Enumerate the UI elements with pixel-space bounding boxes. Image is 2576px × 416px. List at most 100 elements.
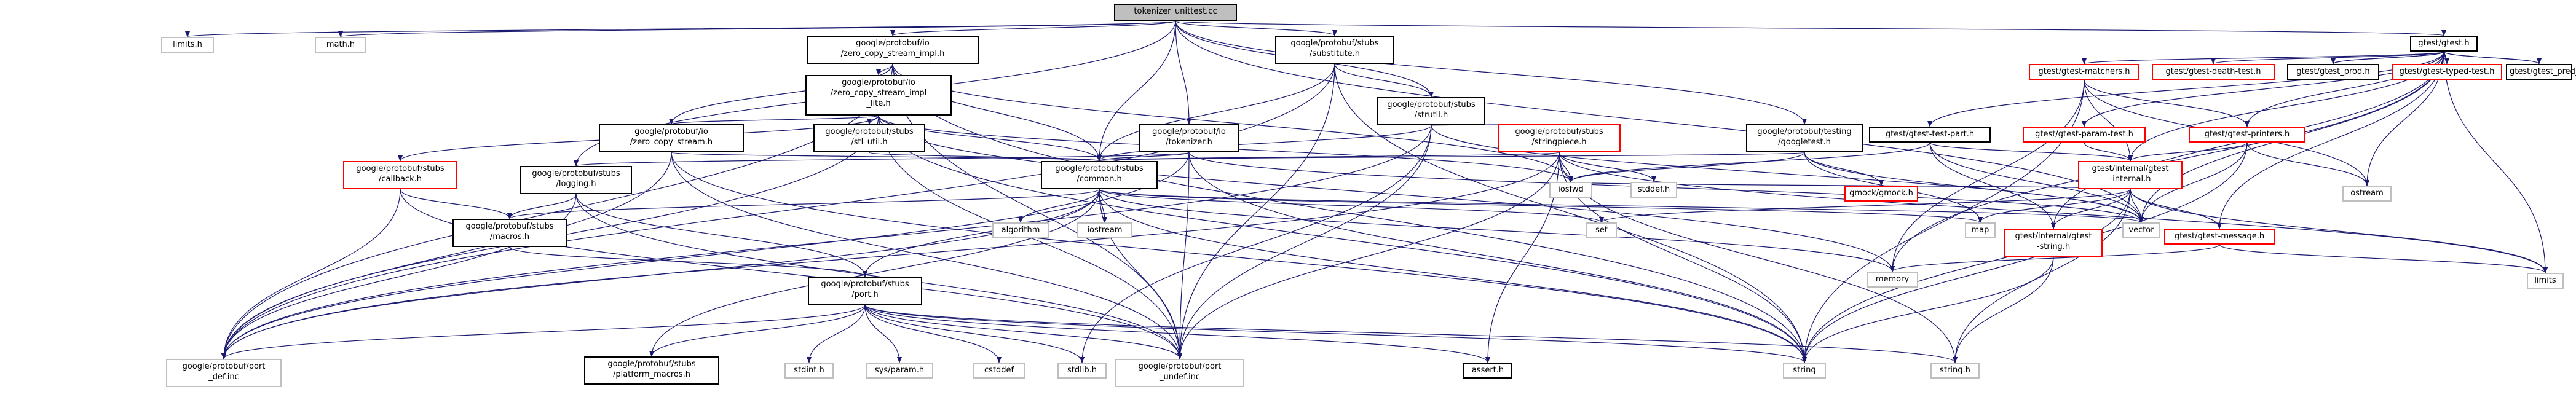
edge-gtest-message-to-memory <box>1890 244 2220 272</box>
edge-root-to-googletest <box>1175 20 1807 125</box>
edge-googletest-to-iosfwd <box>1568 152 1805 182</box>
node-stddef-h: stddef.h <box>1630 182 1677 198</box>
edge-zcs-to-port-undef <box>671 152 1182 359</box>
edge-common-to-set <box>1099 189 1604 223</box>
node-strutil[interactable]: google/protobuf/stubs /strutil.h <box>1377 97 1485 125</box>
node-gtest-typed[interactable]: gtest/gtest-typed-test.h <box>2392 64 2502 80</box>
edge-callback-to-port-def <box>221 189 401 359</box>
node-substitute[interactable]: google/protobuf/stubs /substitute.h <box>1275 36 1394 64</box>
node-set: set <box>1586 222 1617 238</box>
edge-gtest-internal-to-set <box>1599 189 2131 223</box>
edge-stringpiece-to-limits <box>1559 152 2548 273</box>
node-zcs[interactable]: google/protobuf/io /zero_copy_stream.h <box>599 124 744 152</box>
node-iostream: iostream <box>1077 222 1132 238</box>
edge-tokenizer-to-port-undef <box>1177 152 1190 359</box>
node-gtest-message[interactable]: gtest/gtest-message.h <box>2164 229 2275 245</box>
node-root[interactable]: tokenizer_unittest.cc <box>1114 4 1237 21</box>
node-platform-macros[interactable]: google/protobuf/stubs /platform_macros.h <box>584 356 719 385</box>
edge-port-to-string-h <box>864 304 1958 363</box>
node-stl-util[interactable]: google/protobuf/stubs /stl_util.h <box>813 124 925 152</box>
edge-gtest-test-part-to-vector <box>1929 142 2144 223</box>
node-gtest-param[interactable]: gtest/gtest-param-test.h <box>2023 127 2146 143</box>
edge-port-to-port-def <box>221 304 866 359</box>
edge-gtest-string-to-string-h <box>1953 256 2054 363</box>
node-gtest-string[interactable]: gtest/internal/gtest -string.h <box>2004 229 2103 257</box>
edge-root-to-common <box>1097 20 1176 162</box>
node-limits: limits <box>2527 273 2564 289</box>
node-memory: memory <box>1867 272 1918 288</box>
node-gtest-printers[interactable]: gtest/gtest-printers.h <box>2189 127 2305 143</box>
edge-gtest-printers-to-ostream <box>2246 142 2369 186</box>
node-gtest-prod[interactable]: gtest/gtest_prod.h <box>2287 64 2379 80</box>
edge-common-to-vector <box>1099 189 2144 223</box>
edge-gtest-matchers-to-gtest-printers <box>2084 79 2250 127</box>
node-callback[interactable]: google/protobuf/stubs /callback.h <box>343 161 457 189</box>
edge-zcs-impl-lite-to-memory <box>878 115 1895 272</box>
edge-gtest-internal-to-string-h <box>1953 189 2131 363</box>
edge-substitute-to-port-undef <box>1177 63 1335 359</box>
edge-strutil-to-common <box>1097 125 1432 162</box>
node-stdint-h: stdint.h <box>784 363 834 379</box>
node-stringpiece[interactable]: google/protobuf/stubs /stringpiece.h <box>1498 124 1621 152</box>
edge-substitute-to-string <box>1334 63 1807 363</box>
node-zcs-impl-lite[interactable]: google/protobuf/io /zero_copy_stream_imp… <box>805 75 952 116</box>
edge-zcs-impl-lite-to-string <box>878 115 1807 363</box>
edge-googletest-to-vector <box>1804 152 2144 223</box>
node-zcs-impl[interactable]: google/protobuf/io /zero_copy_stream_imp… <box>807 36 979 64</box>
edge-port-to-platform-macros <box>649 304 866 357</box>
edge-gtest-internal-to-map <box>1978 189 2131 223</box>
edge-logging-to-port <box>575 194 867 277</box>
node-logging[interactable]: google/protobuf/stubs /logging.h <box>520 166 632 194</box>
edge-zcs-to-port-def <box>221 152 672 359</box>
edge-tokenizer-to-common <box>1097 152 1190 162</box>
edge-gtest-matchers-to-string <box>1802 79 2085 363</box>
node-iosfwd: iosfwd <box>1549 182 1592 198</box>
edge-gtest-internal-to-vector <box>2130 189 2144 223</box>
node-tokenizer[interactable]: google/protobuf/io /tokenizer.h <box>1139 124 1239 152</box>
edge-root-to-gtest <box>1175 20 2446 36</box>
edge-gtest-to-gtest-death <box>2211 51 2444 65</box>
edge-common-to-map <box>1099 189 1983 223</box>
node-macros[interactable]: google/protobuf/stubs /macros.h <box>452 219 567 247</box>
edge-root-to-limits-h <box>186 20 1176 37</box>
edge-port-to-assert-h <box>864 304 1490 363</box>
node-gtest-pred[interactable]: gtest/gtest_pred_impl.h <box>2506 64 2576 80</box>
edge-strutil-to-port-undef <box>1177 125 1432 359</box>
node-string: string <box>1783 363 1826 379</box>
node-ostream: ostream <box>2342 186 2392 202</box>
node-gtest-internal[interactable]: gtest/internal/gtest -internal.h <box>2078 161 2183 189</box>
edge-port-to-stdint-h <box>807 304 866 363</box>
edge-gtest-printers-to-gtest-internal <box>2128 142 2248 162</box>
edge-zcs-impl-to-zcs-impl-lite <box>876 63 893 76</box>
edge-gtest-matchers-to-gtest-internal <box>2084 79 2133 162</box>
edge-tokenizer-to-logging <box>574 152 1190 167</box>
edge-port-to-string <box>864 304 1807 363</box>
node-map: map <box>1965 222 1996 238</box>
edge-macros-to-port <box>509 246 867 277</box>
edge-zcs-to-string <box>671 152 1807 363</box>
node-gtest[interactable]: gtest/gtest.h <box>2410 36 2478 52</box>
edge-callback-to-port-undef <box>400 189 1182 359</box>
edge-common-to-memory <box>1099 189 1895 272</box>
edge-substitute-to-port-def <box>221 63 1335 359</box>
node-gtest-test-part[interactable]: gtest/gtest-test-part.h <box>1869 127 1991 143</box>
edge-gtest-internal-to-limits <box>2130 189 2548 273</box>
edge-common-to-platform-macros <box>649 189 1100 357</box>
node-gmock[interactable]: gmock/gmock.h <box>1844 186 1918 202</box>
node-math-h: math.h <box>315 37 366 53</box>
edge-googletest-to-gmock <box>1804 152 1884 186</box>
edge-gtest-test-part-to-gtest-string <box>1929 142 2056 229</box>
edge-stl-util-to-common <box>869 152 1102 162</box>
edge-port-to-cstddef <box>864 304 1002 363</box>
node-gtest-matchers[interactable]: gtest/gtest-matchers.h <box>2029 64 2139 80</box>
edge-root-to-tokenizer <box>1175 20 1191 125</box>
node-googletest[interactable]: google/protobuf/testing /googletest.h <box>1746 124 1863 152</box>
edge-gtest-test-part-to-gtest-internal <box>1929 142 2133 162</box>
node-gtest-death[interactable]: gtest/gtest-death-test.h <box>2152 64 2275 80</box>
node-port[interactable]: google/protobuf/stubs /port.h <box>808 277 922 305</box>
edge-root-to-zcs-impl <box>890 20 1176 36</box>
edge-gtest-to-gtest-matchers <box>2082 51 2444 65</box>
edge-zcs-to-common <box>671 152 1102 162</box>
node-common[interactable]: google/protobuf/stubs /common.h <box>1041 161 1158 189</box>
node-assert-h[interactable]: assert.h <box>1463 363 1512 379</box>
